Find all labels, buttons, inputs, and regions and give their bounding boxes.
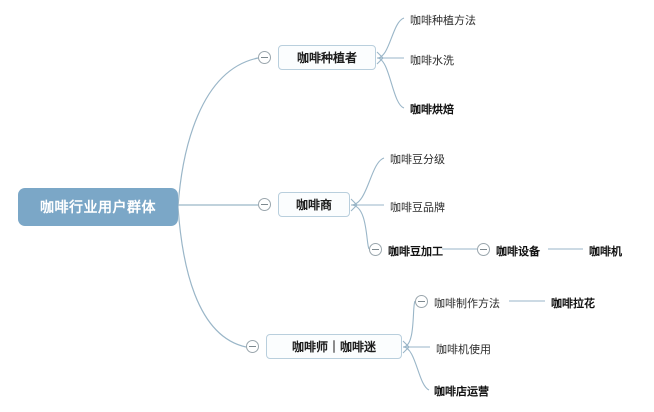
edge-root-to-grower [177,57,259,208]
branch-label-grower: 咖啡种植者 [296,51,357,65]
edge-seller-to-grading [350,157,385,206]
branch-node-grower[interactable]: 咖啡种植者 [278,45,376,70]
leaf-coffee-equipment[interactable]: 咖啡设备 [496,246,540,258]
leaf-bean-brand[interactable]: 咖啡豆品牌 [390,202,445,214]
branch-node-seller[interactable]: 咖啡商 [278,192,350,217]
edge-root-to-barista [177,206,247,348]
collapse-toggle-equipment[interactable] [477,243,490,256]
leaf-bean-processing[interactable]: 咖啡豆加工 [388,246,443,258]
root-node[interactable]: 咖啡行业用户群体 [18,188,178,226]
root-label: 咖啡行业用户群体 [40,199,156,215]
leaf-brewing-method[interactable]: 咖啡制作方法 [434,298,500,310]
leaf-roasting[interactable]: 咖啡烘焙 [410,104,454,116]
edge-grower-to-planting [376,17,405,59]
leaf-latte-art[interactable]: 咖啡拉花 [551,298,595,310]
collapse-toggle-barista[interactable] [246,340,259,353]
leaf-bean-grading[interactable]: 咖啡豆分级 [390,154,445,166]
edge-stub-barista [402,340,410,354]
collapse-toggle-bean-processing[interactable] [369,243,382,256]
leaf-coffee-machine[interactable]: 咖啡机 [589,246,622,258]
edge-stub-seller [350,198,358,212]
leaf-washing[interactable]: 咖啡水洗 [410,55,454,67]
leaf-planting-method[interactable]: 咖啡种植方法 [410,15,476,27]
edge-stub-grower [376,51,384,65]
edge-grower-to-roasting [376,57,405,109]
collapse-toggle-brewing-method[interactable] [415,295,428,308]
leaf-machine-usage[interactable]: 咖啡机使用 [436,344,491,356]
edge-barista-to-shopops [402,346,430,391]
edge-barista-to-brewing [402,300,416,348]
collapse-toggle-grower[interactable] [258,51,271,64]
branch-label-seller: 咖啡商 [295,198,332,212]
leaf-shop-operations[interactable]: 咖啡店运营 [434,386,489,398]
branch-label-barista: 咖啡师｜咖啡迷 [291,340,376,354]
edge-seller-to-processing [350,204,370,250]
branch-node-barista[interactable]: 咖啡师｜咖啡迷 [266,334,402,359]
collapse-toggle-seller[interactable] [258,198,271,211]
